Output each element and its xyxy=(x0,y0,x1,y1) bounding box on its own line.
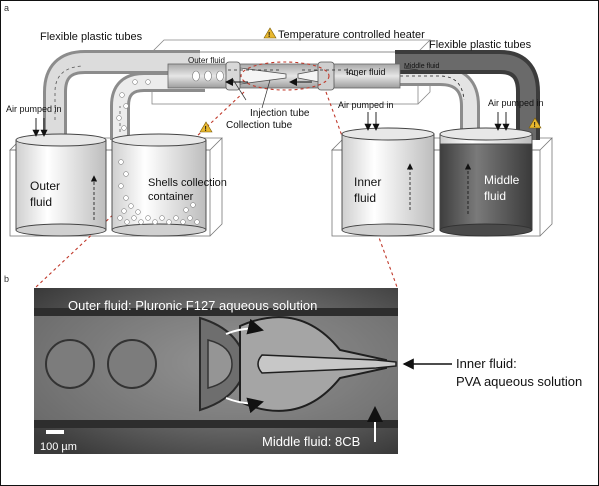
micrograph xyxy=(34,288,398,454)
injection-tube-label: Injection tube xyxy=(250,108,310,119)
capillary-device xyxy=(167,61,401,91)
shells-container-label-line2: container xyxy=(148,191,194,203)
scale-bar xyxy=(46,430,64,434)
middle-fluid-container-label-line1: Middle xyxy=(484,173,520,187)
apparatus-schematic: ! ! ! xyxy=(9,27,553,288)
outer-fluid-container-label-line2: fluid xyxy=(30,195,52,209)
middle-fluid-container xyxy=(439,127,533,237)
svg-text:!: ! xyxy=(205,126,207,133)
label-leaders xyxy=(231,67,419,109)
svg-text:!: ! xyxy=(268,32,270,39)
air-pumped-label-1: Air pumped in xyxy=(6,104,62,114)
outer-fluid-container xyxy=(15,133,107,237)
middle-fluid-container-label-line2: fluid xyxy=(484,189,506,203)
shells-container-label-line1: Shells collection xyxy=(148,177,227,189)
scale-bar-label: 100 µm xyxy=(40,441,77,453)
inner-fluid-container xyxy=(341,127,435,237)
outer-fluid-container-label-line1: Outer xyxy=(30,179,60,193)
middle-fluid-tube-label: Middle fluid xyxy=(404,63,440,70)
right-flexible-tubes xyxy=(370,50,540,140)
panel-b-letter: b xyxy=(4,274,9,284)
warning-icon: ! xyxy=(528,117,542,129)
warning-icon: ! xyxy=(263,27,277,39)
middle-fluid-label: Middle fluid: 8CB xyxy=(262,434,360,449)
inner-fluid-label-line2: PVA aqueous solution xyxy=(456,374,582,389)
inner-fluid-label-line1: Inner fluid: xyxy=(456,356,517,371)
svg-text:!: ! xyxy=(534,122,536,129)
shells-collection-container xyxy=(111,133,207,237)
outer-fluid-label: Outer fluid: Pluronic F127 aqueous solut… xyxy=(68,298,317,313)
air-inlet-arrows xyxy=(32,112,510,137)
heater-label: Temperature controlled heater xyxy=(278,29,425,41)
inner-fluid-tube-label: Inner fluid xyxy=(346,67,386,77)
collection-tube-label: Collection tube xyxy=(226,120,293,131)
air-pumped-label-3: Air pumped in xyxy=(488,98,544,108)
panel-a-letter: a xyxy=(4,3,9,13)
flexible-tubes-label-left: Flexible plastic tubes xyxy=(40,31,143,43)
warning-icon: ! xyxy=(199,121,213,133)
outer-fluid-tube-label: Outer fluid xyxy=(188,56,225,65)
inner-fluid-container-label-line2: fluid xyxy=(354,191,376,205)
air-pumped-label-2: Air pumped in xyxy=(338,100,394,110)
flexible-tubes-label-right: Flexible plastic tubes xyxy=(429,39,532,51)
left-flexible-tubes xyxy=(43,50,205,140)
inner-fluid-container-label-line1: Inner xyxy=(354,175,381,189)
